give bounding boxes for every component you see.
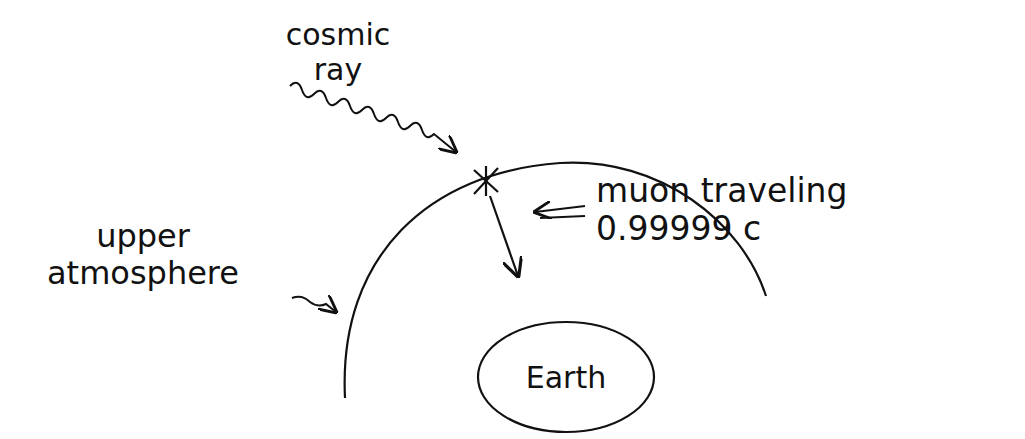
muon-label: muon traveling 0.99999 c (596, 172, 896, 248)
node-text: Earth (526, 360, 606, 395)
collision-star (474, 166, 498, 196)
leader-line (540, 216, 585, 218)
leader-arrow (292, 297, 336, 312)
leader-arrow (535, 206, 585, 212)
ray-label: cosmic ray (278, 18, 398, 87)
muon-arrow (490, 196, 518, 276)
atmosphere-label: upper atmosphere (8, 218, 278, 292)
cosmic-ray-wave (290, 83, 456, 152)
earth-circle: Earth (476, 320, 656, 434)
